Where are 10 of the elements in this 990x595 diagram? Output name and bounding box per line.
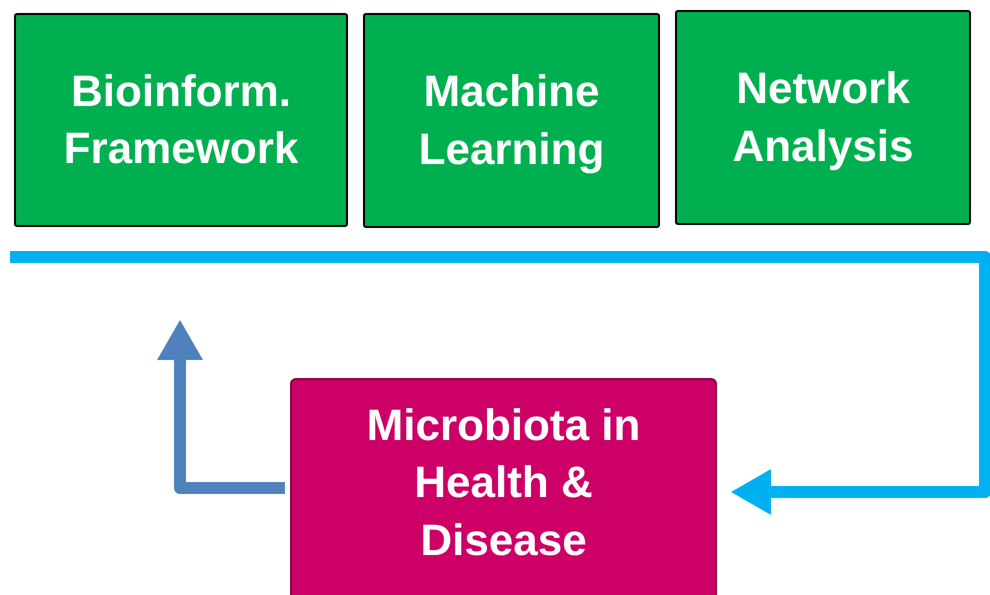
box-label: Machine Learning [418,66,606,176]
process-box [14,13,348,227]
box-label: Bioinform. Framework [62,66,300,175]
arrow [10,251,990,515]
box-label: Network Analysis [732,63,914,172]
process-box [675,10,971,225]
box-label: Microbiota in Health & Disease [366,400,642,567]
arrow [157,320,285,494]
process-box [290,378,717,595]
process-box [363,13,660,228]
